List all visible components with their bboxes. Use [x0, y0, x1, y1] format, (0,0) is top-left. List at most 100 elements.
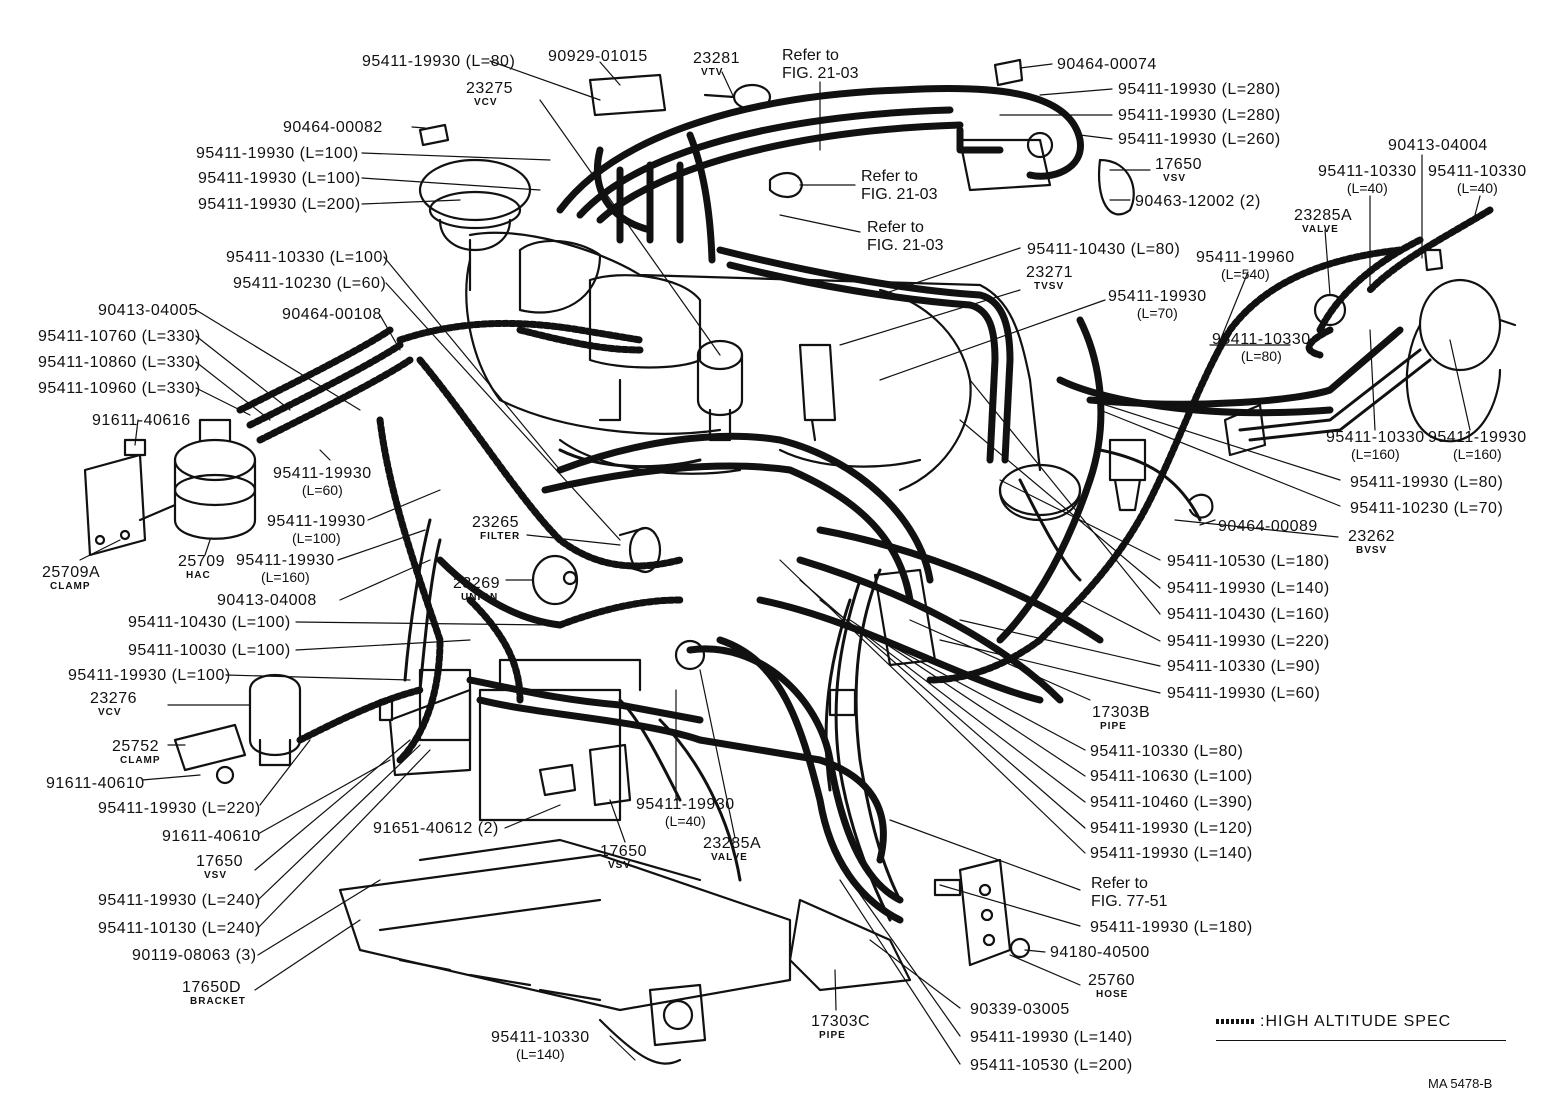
- callout-c42: 90464-00089: [1218, 518, 1318, 535]
- callout-c69: 91611-40610: [162, 828, 261, 845]
- callout-c11: 90413-04004: [1388, 137, 1488, 154]
- callout-c51: 95411-10430 (L=160): [1167, 606, 1330, 623]
- callout-c36: 95411-19930(L=160): [1428, 429, 1527, 463]
- callout-c84: 95411-19930 (L=140): [970, 1029, 1133, 1046]
- callout-c49: 95411-19930 (L=140): [1167, 580, 1330, 597]
- callout-c10: 95411-19930 (L=260): [1118, 131, 1281, 148]
- components: [83, 58, 1517, 1065]
- callout-c76: 95411-19930 (L=180): [1090, 919, 1253, 936]
- callout-c17: 95411-19930 (L=100): [198, 170, 361, 187]
- callout-c5: 90464-00074: [1057, 56, 1157, 73]
- high-altitude-hoses: [236, 206, 1494, 764]
- dashed-hose-swatch: [1216, 1019, 1256, 1025]
- callout-c54: 95411-10030 (L=100): [128, 642, 291, 659]
- callout-c27: 90413-04005: [98, 302, 198, 319]
- callout-c23: 95411-10430 (L=80): [1027, 241, 1181, 258]
- callout-c8: 95411-19930 (L=280): [1118, 107, 1281, 124]
- leader-lines: [79, 60, 1481, 1065]
- callout-c65: 95411-10460 (L=390): [1090, 794, 1253, 811]
- hac-unit: [83, 418, 257, 557]
- callout-c7: 95411-19930 (L=280): [1118, 81, 1281, 98]
- callout-c45: 95411-19930(L=160): [236, 552, 335, 586]
- thin-hoses: [403, 348, 1432, 922]
- callout-c25: 95411-10230 (L=60): [233, 275, 387, 292]
- callout-c56: 95411-19930 (L=100): [68, 667, 231, 684]
- callout-c85: 95411-10330(L=140): [491, 1029, 590, 1063]
- callout-c34: 91611-40616: [92, 412, 191, 429]
- callout-c64: 95411-19930 (L=220): [98, 800, 261, 817]
- callout-c2: 90929-01015: [548, 48, 648, 65]
- legend-text: :HIGH ALTITUDE SPEC: [1260, 1013, 1452, 1030]
- callout-c47: 95411-10530 (L=180): [1167, 553, 1330, 570]
- callout-c22: 95411-10330 (L=100): [226, 249, 389, 266]
- callout-c61: 95411-10330 (L=80): [1090, 743, 1244, 760]
- callout-c14: 95411-10330(L=40): [1318, 163, 1417, 197]
- callout-c63: 95411-10630 (L=100): [1090, 768, 1253, 785]
- callout-c15: 95411-10330(L=40): [1428, 163, 1527, 197]
- callout-c62: 91611-40610: [46, 775, 145, 792]
- legend-underline: [1216, 1040, 1506, 1041]
- callout-c32: 95411-10860 (L=330): [38, 354, 201, 371]
- diagram-code: MA 5478-B: [1428, 1076, 1493, 1091]
- callout-c28: 90464-00108: [282, 306, 382, 323]
- callout-c37: 95411-19930(L=60): [273, 465, 372, 499]
- callout-c86: 95411-10530 (L=200): [970, 1057, 1133, 1074]
- callout-c78: 94180-40500: [1050, 944, 1150, 961]
- callout-c67: 91651-40612 (2): [373, 820, 499, 837]
- callout-c33: 95411-10960 (L=330): [38, 380, 201, 397]
- callout-c35: 95411-10330(L=160): [1326, 429, 1425, 463]
- callout-c77: 95411-10130 (L=240): [98, 920, 261, 937]
- callout-c53: 95411-19930 (L=220): [1167, 633, 1330, 650]
- callout-c31: 95411-10330(L=80): [1212, 331, 1311, 365]
- callout-c57: 95411-19930 (L=60): [1167, 685, 1321, 702]
- hose-bundle: [436, 84, 1404, 924]
- callout-c24: 95411-19960(L=540): [1196, 249, 1295, 283]
- callout-c29: 95411-19930(L=70): [1108, 288, 1207, 322]
- callout-c1: 95411-19930 (L=80): [362, 53, 516, 70]
- callout-c50: 90413-04008: [217, 592, 317, 609]
- callout-c79: 90119-08063 (3): [132, 947, 257, 964]
- callout-c55: 95411-10330 (L=90): [1167, 658, 1321, 675]
- callout-c75: 95411-19930 (L=240): [98, 892, 261, 909]
- callout-c39: 95411-19930(L=100): [267, 513, 366, 547]
- callout-c40: 95411-10230 (L=70): [1350, 500, 1504, 517]
- callout-c30: 95411-10760 (L=330): [38, 328, 201, 345]
- callout-c9: 90464-00082: [283, 119, 383, 136]
- callout-c38: 95411-19930 (L=80): [1350, 474, 1504, 491]
- callout-c18: 95411-19930 (L=200): [198, 196, 361, 213]
- callout-c70: 95411-19930 (L=140): [1090, 845, 1253, 862]
- callout-c52: 95411-10430 (L=100): [128, 614, 291, 631]
- legend-high-altitude: :HIGH ALTITUDE SPEC: [1216, 1013, 1451, 1031]
- callout-c68: 95411-19930 (L=120): [1090, 820, 1253, 837]
- callout-c82: 90339-03005: [970, 1001, 1070, 1018]
- callout-c12: 95411-19930 (L=100): [196, 145, 359, 162]
- callout-c19: 90463-12002 (2): [1135, 193, 1261, 210]
- vcv-23276: [173, 673, 302, 785]
- callout-c66: 95411-19930(L=40): [636, 796, 735, 830]
